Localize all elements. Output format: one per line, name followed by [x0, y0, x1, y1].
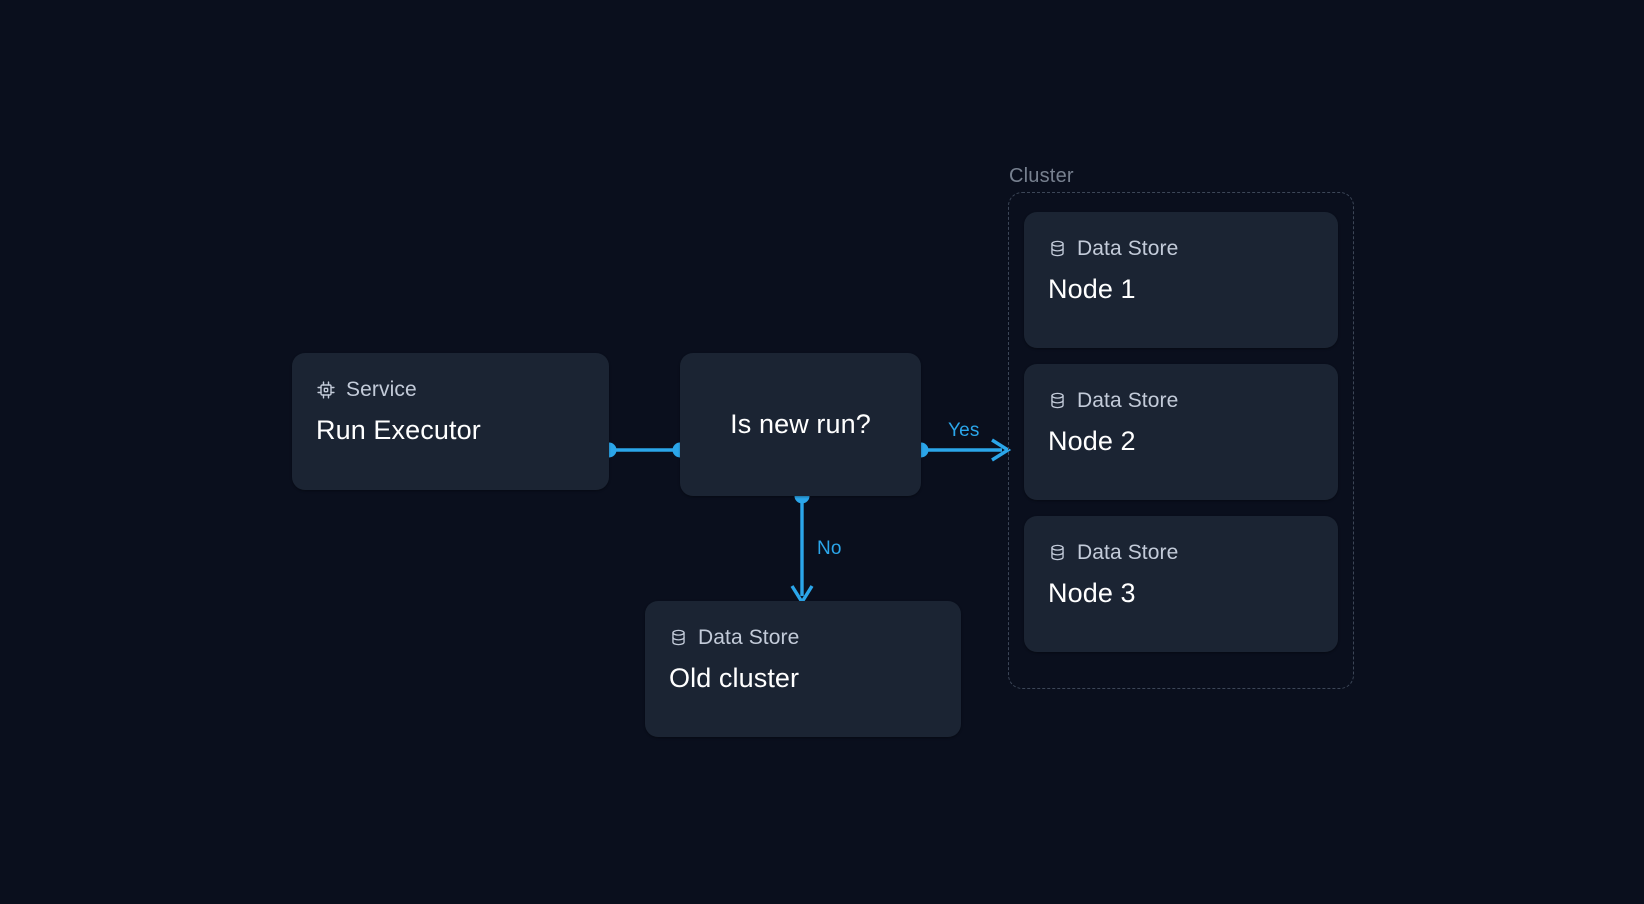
database-icon — [669, 628, 688, 647]
node-kind-row: Data Store — [1048, 238, 1314, 259]
cluster-group — [1008, 192, 1354, 689]
node-run-executor[interactable]: Service Run Executor — [292, 353, 609, 490]
cpu-icon — [316, 380, 336, 400]
node-node-3[interactable]: Data Store Node 3 — [1024, 516, 1338, 652]
database-icon — [1048, 239, 1067, 258]
node-kind-row: Data Store — [1048, 542, 1314, 563]
node-kind-row: Service — [316, 379, 585, 400]
edge-decision-yes — [913, 438, 1012, 462]
node-node-1[interactable]: Data Store Node 1 — [1024, 212, 1338, 348]
node-kind-label: Service — [346, 378, 417, 401]
node-kind-label: Data Store — [1077, 237, 1179, 260]
cluster-group-caption: Cluster — [1009, 165, 1074, 187]
node-title: Node 1 — [1048, 274, 1136, 304]
edge-label-yes: Yes — [948, 420, 980, 441]
node-title: Node 3 — [1048, 578, 1136, 608]
node-kind-label: Data Store — [1077, 389, 1179, 412]
node-node-2[interactable]: Data Store Node 2 — [1024, 364, 1338, 500]
node-kind-row: Data Store — [669, 627, 937, 648]
edge-executor-to-decision — [601, 442, 688, 458]
database-icon — [1048, 543, 1067, 562]
node-title: Old cluster — [669, 663, 800, 693]
node-title: Node 2 — [1048, 426, 1136, 456]
node-is-new-run[interactable]: Is new run? — [680, 353, 921, 496]
node-old-cluster[interactable]: Data Store Old cluster — [645, 601, 961, 737]
node-title: Run Executor — [316, 415, 481, 445]
node-kind-label: Data Store — [1077, 541, 1179, 564]
edge-label-no: No — [817, 538, 842, 559]
node-kind-label: Data Store — [698, 626, 800, 649]
database-icon — [1048, 391, 1067, 410]
edge-decision-no — [790, 488, 814, 606]
node-kind-row: Data Store — [1048, 390, 1314, 411]
decision-label: Is new run? — [730, 409, 871, 439]
